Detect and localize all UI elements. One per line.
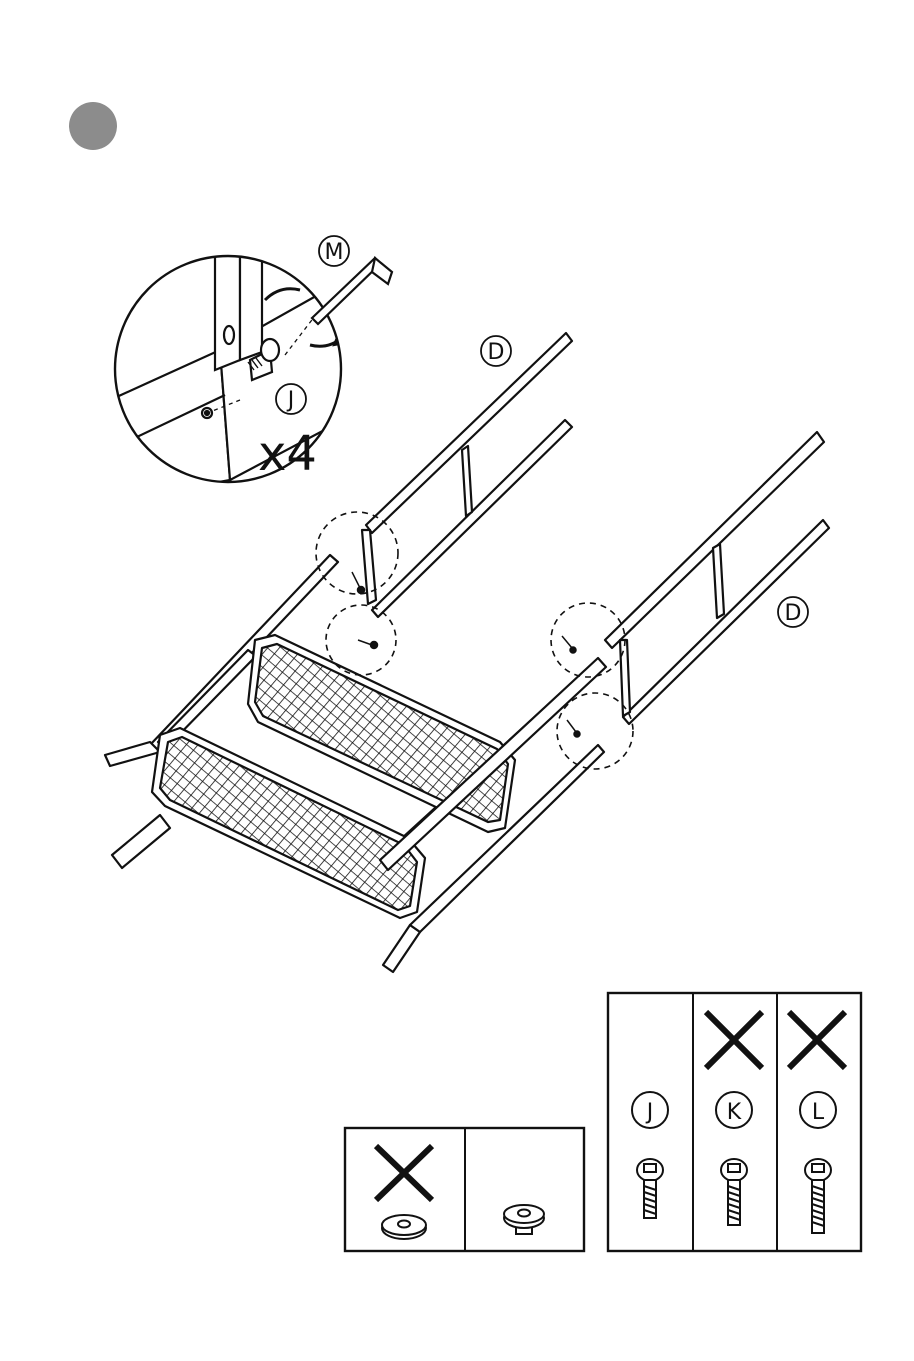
- side-rail-right: [605, 432, 829, 724]
- bolt-k-label: K: [727, 1100, 742, 1125]
- bolt-label: J: [276, 384, 306, 414]
- rail-label-left-text: D: [488, 340, 505, 365]
- quantity-text: x4: [258, 426, 317, 482]
- tool-label-text: M: [325, 240, 344, 265]
- bolt-j-label: J: [645, 1100, 654, 1125]
- callout-2: [326, 605, 396, 675]
- flat-washer-icon: [382, 1215, 426, 1239]
- washer-selection-panel: [345, 1128, 584, 1251]
- bolt-selection-panel: J K L: [608, 993, 861, 1251]
- tool-label: M: [319, 236, 349, 266]
- rail-label-right-text: D: [785, 601, 802, 626]
- rail-label-right: D: [778, 597, 808, 627]
- step-badge: [69, 102, 117, 150]
- rail-label-left: D: [481, 336, 511, 366]
- hex-key-icon: [312, 258, 392, 324]
- bolt-label-text: J: [286, 388, 295, 413]
- bolt-l-label: L: [812, 1100, 825, 1125]
- detail-magnifier: M J x4: [110, 236, 400, 500]
- side-rail-left: [362, 333, 572, 617]
